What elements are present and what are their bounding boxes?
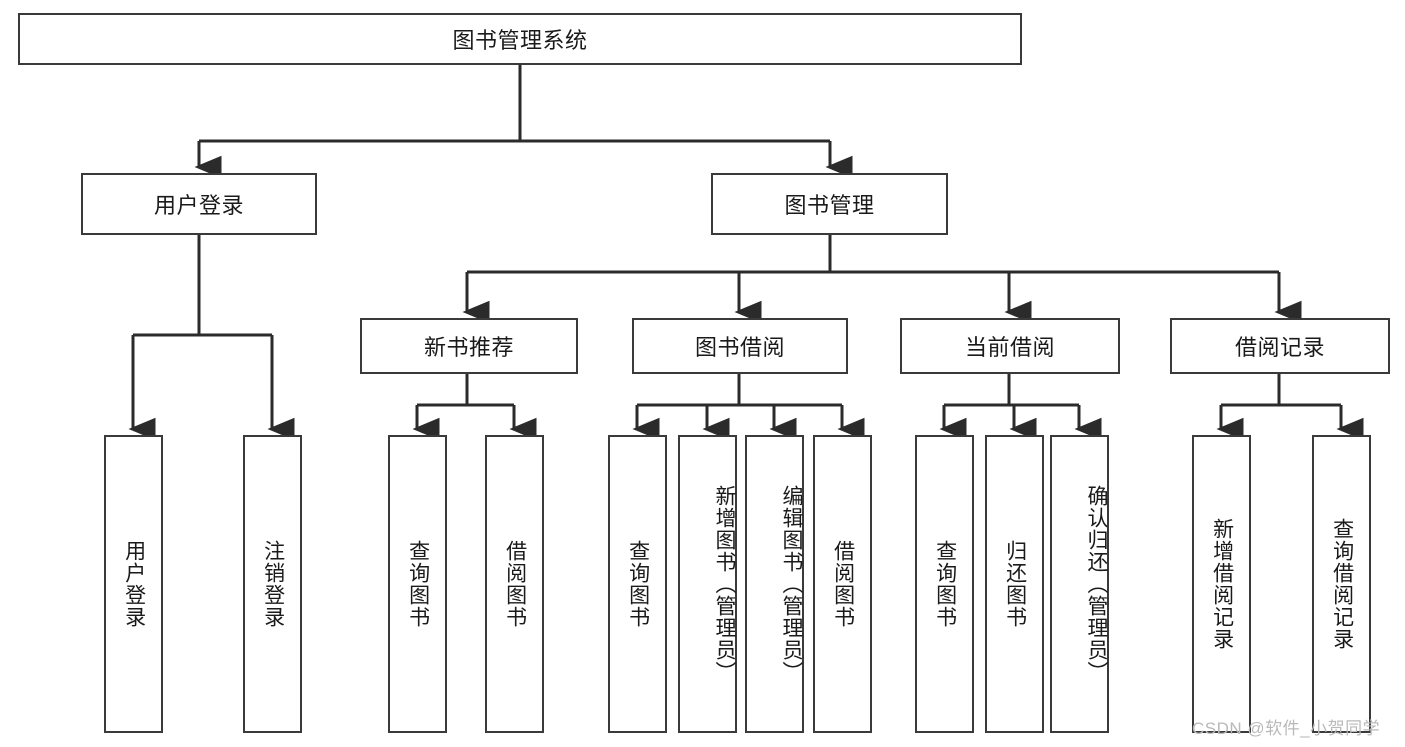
node-new-book-rec[interactable]: 新书推荐 xyxy=(360,318,578,374)
node-root[interactable]: 图书管理系统 xyxy=(18,13,1022,65)
leaf-query-book-2[interactable]: 查询图书 xyxy=(608,435,667,733)
leaf-add-record[interactable]: 新增借阅记录 xyxy=(1192,435,1251,733)
csdn-watermark: CSDN @软件_小贺同学 xyxy=(1192,719,1381,738)
leaf-user-login[interactable]: 用户登录 xyxy=(104,435,163,733)
node-book-borrow[interactable]: 图书借阅 xyxy=(632,318,848,374)
leaf-query-book-3[interactable]: 查询图书 xyxy=(915,435,974,733)
leaf-add-book[interactable]: 新增图书（管理员） xyxy=(678,435,737,733)
leaf-query-record[interactable]: 查询借阅记录 xyxy=(1312,435,1371,733)
node-book-manage[interactable]: 图书管理 xyxy=(711,173,948,235)
leaf-query-book-1[interactable]: 查询图书 xyxy=(388,435,447,733)
node-user-login[interactable]: 用户登录 xyxy=(81,173,317,235)
leaf-confirm-return[interactable]: 确认归还（管理员） xyxy=(1050,435,1109,733)
leaf-edit-book[interactable]: 编辑图书（管理员） xyxy=(745,435,804,733)
node-current-borrow[interactable]: 当前借阅 xyxy=(900,318,1120,374)
leaf-return-book[interactable]: 归还图书 xyxy=(985,435,1044,733)
node-borrow-record[interactable]: 借阅记录 xyxy=(1170,318,1390,374)
leaf-user-logout[interactable]: 注销登录 xyxy=(243,435,302,733)
leaf-borrow-book-1[interactable]: 借阅图书 xyxy=(485,435,544,733)
leaf-borrow-book-2[interactable]: 借阅图书 xyxy=(813,435,872,733)
